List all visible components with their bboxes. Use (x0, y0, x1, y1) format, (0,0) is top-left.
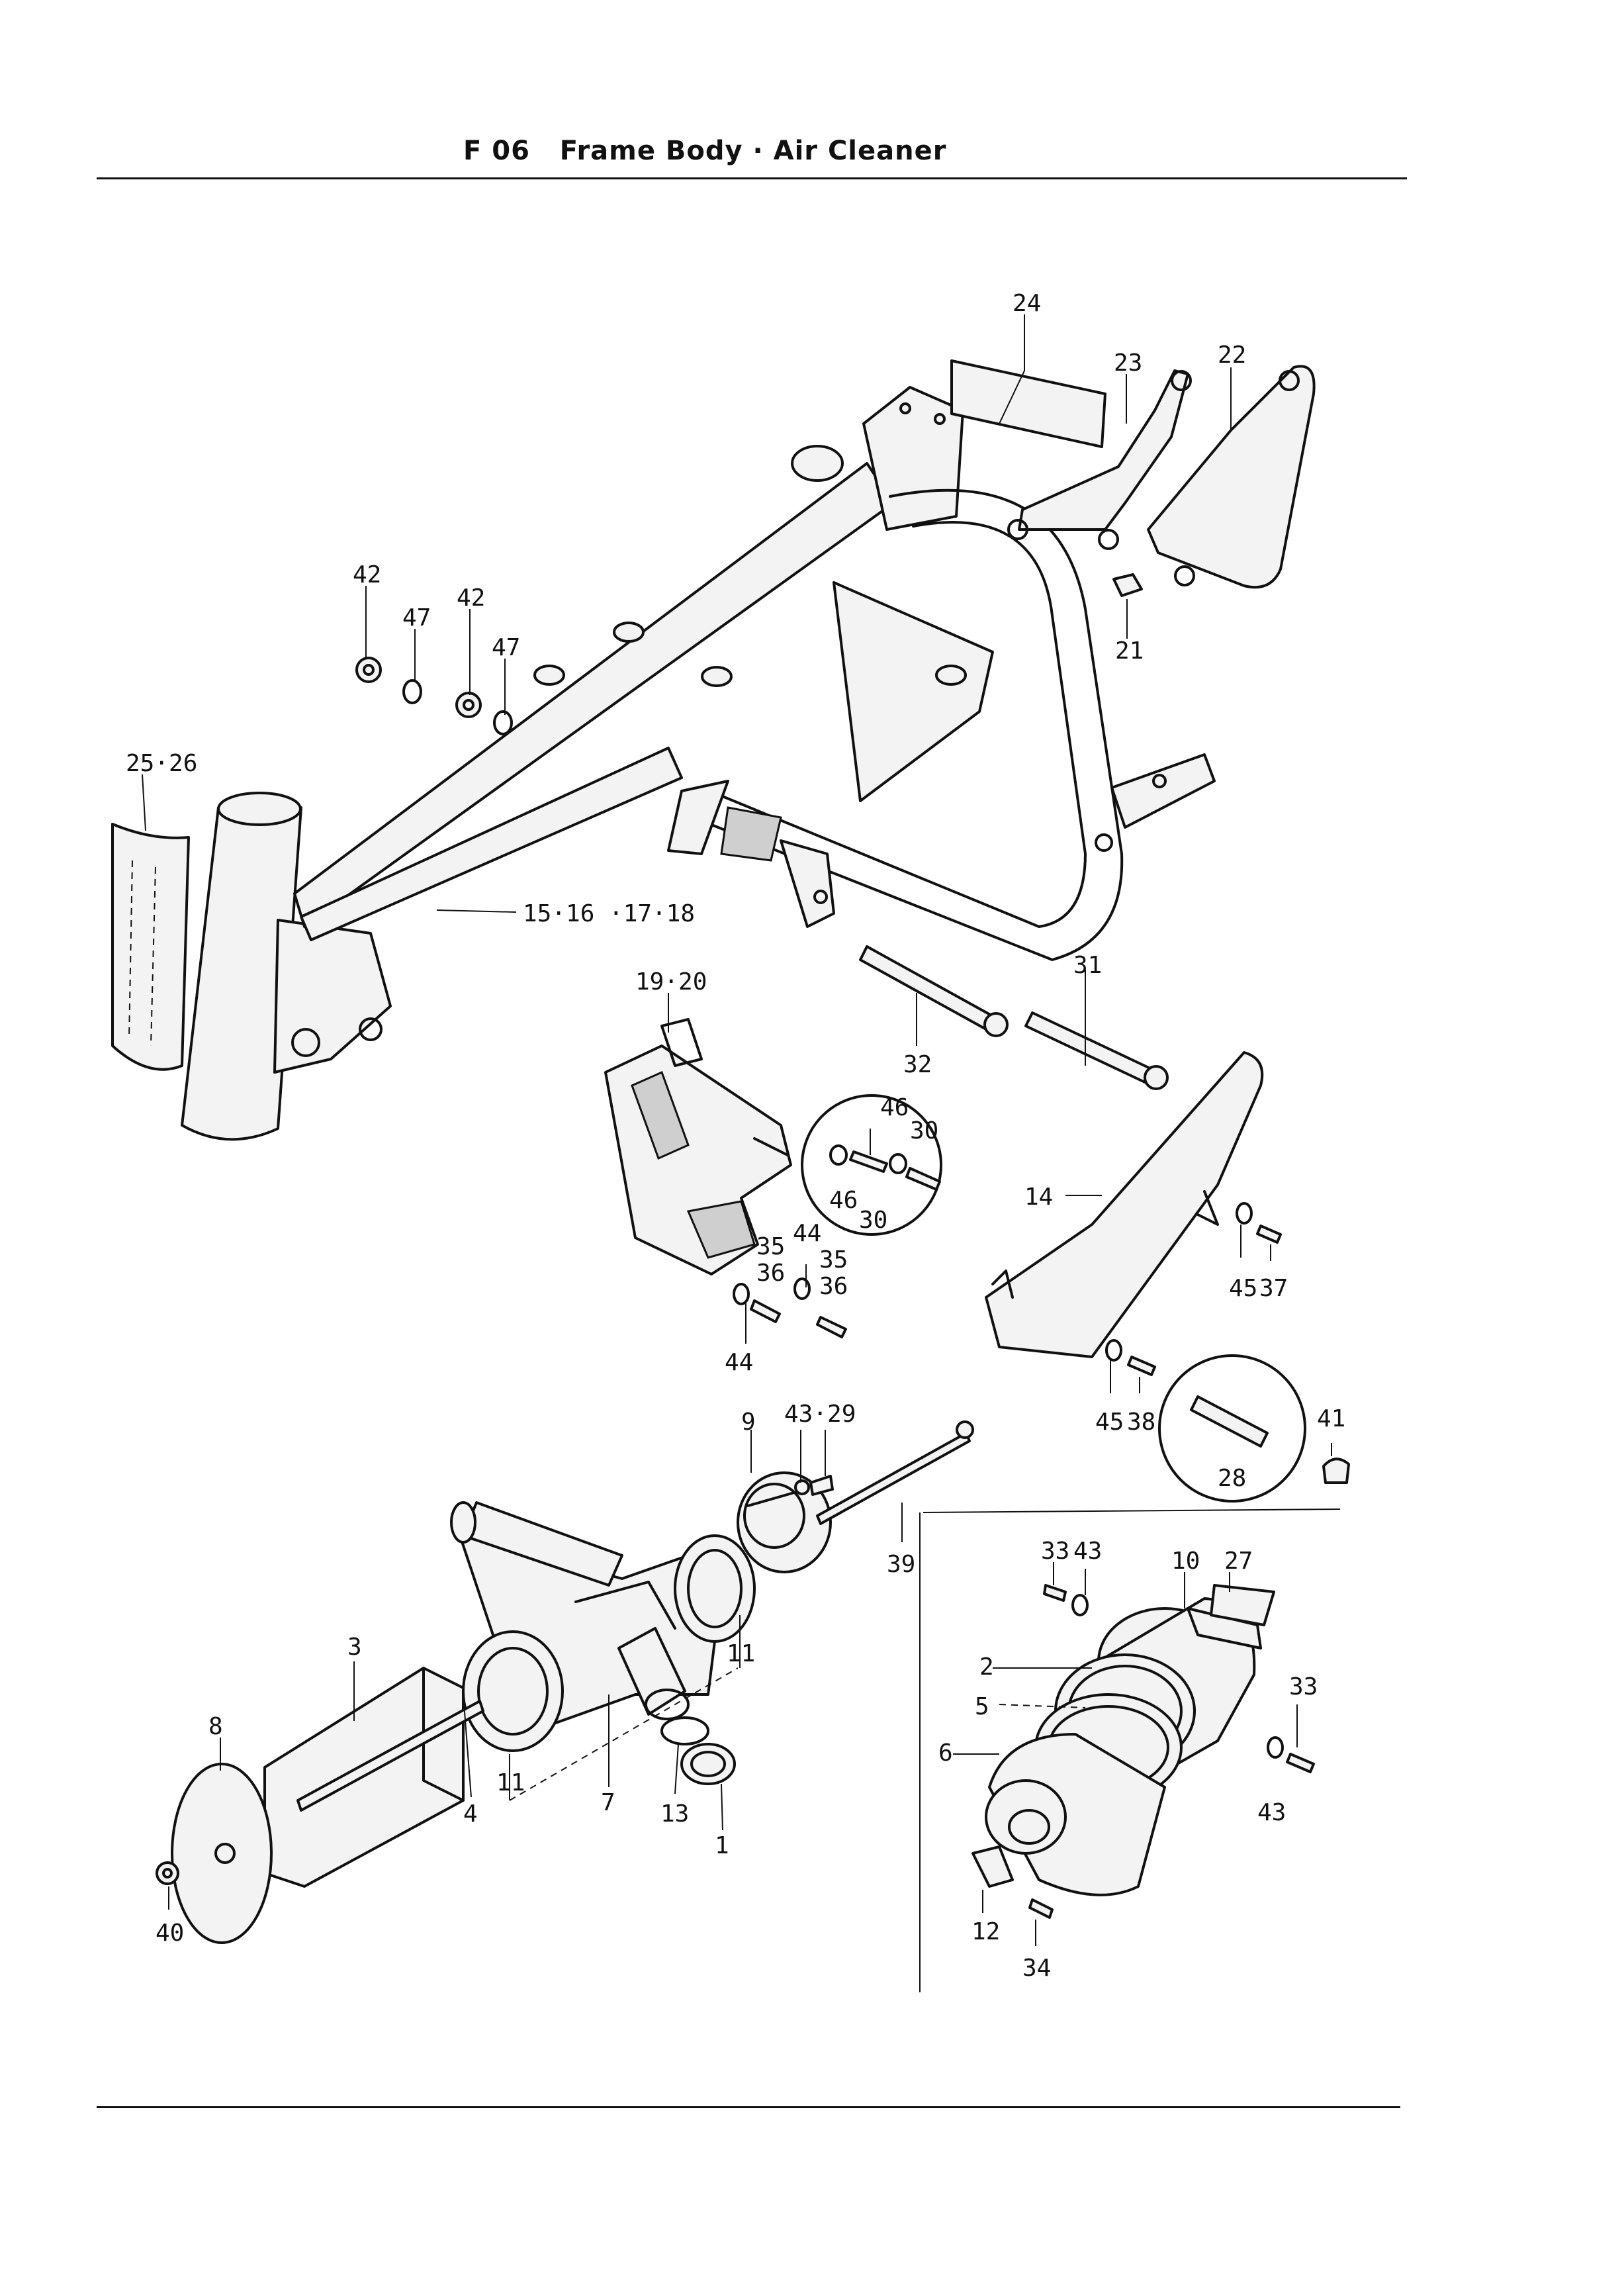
page-title: F 06 Frame Body · Air Cleaner (463, 136, 947, 166)
callout-36-b: 36 (819, 1273, 848, 1300)
callout-1: 1 (715, 1832, 729, 1859)
side-cover (1147, 365, 1316, 589)
callout-22: 22 (1218, 342, 1246, 369)
callout-35-b: 35 (819, 1246, 848, 1274)
air-cleaner-element (985, 1597, 1262, 1896)
cap-nut (1322, 1458, 1350, 1484)
callout-13: 13 (660, 1800, 689, 1828)
rubber-grommet (1112, 573, 1143, 597)
detail-circle-collar (1158, 1354, 1306, 1503)
callout-36-a: 36 (756, 1260, 785, 1287)
battery-holder (604, 1018, 792, 1276)
air-cleaner-hardware (737, 1420, 974, 1573)
callout-27: 27 (1224, 1548, 1253, 1575)
callout-23: 23 (1114, 349, 1142, 377)
collar (1190, 1395, 1269, 1448)
detail-circle-bolts (801, 1094, 942, 1236)
cover-bracket (1018, 369, 1189, 531)
nut (156, 1861, 179, 1885)
callout-32: 32 (903, 1051, 932, 1078)
callout-43-29: 43·29 (784, 1401, 856, 1428)
callout-11-b: 11 (496, 1769, 525, 1796)
callout-34: 34 (1022, 1955, 1051, 1982)
callout-21: 21 (1115, 637, 1144, 665)
callout-3: 3 (347, 1634, 362, 1661)
callout-45-b: 45 (1095, 1409, 1124, 1436)
callout-6: 6 (938, 1740, 953, 1767)
callout-46-b: 46 (829, 1187, 858, 1214)
callout-12: 12 (971, 1918, 1000, 1945)
callout-24: 24 (1013, 290, 1041, 317)
air-cleaner-cover (171, 1763, 273, 1944)
callout-41: 41 (1317, 1405, 1345, 1432)
callout-42-a: 42 (353, 561, 381, 588)
callout-9: 9 (741, 1409, 756, 1436)
callout-44-b: 44 (725, 1349, 753, 1376)
callout-33-b: 33 (1289, 1673, 1318, 1700)
callout-30-a: 30 (910, 1117, 938, 1144)
callout-47-a: 47 (402, 604, 431, 631)
callout-30-b: 30 (859, 1207, 887, 1234)
callout-35-a: 35 (756, 1233, 785, 1260)
callout-2: 2 (979, 1653, 994, 1681)
frame-body (181, 386, 1216, 1141)
bottom-rule (97, 2106, 1400, 2108)
callout-8: 8 (208, 1713, 223, 1740)
callout-15-16-17-18: 15·16 ·17·18 (523, 900, 695, 927)
callout-5: 5 (975, 1693, 989, 1720)
seat-stopper (950, 359, 1106, 448)
nut-washer-set (355, 657, 513, 735)
callout-25-26: 25·26 (126, 750, 197, 777)
callout-4: 4 (463, 1800, 478, 1828)
callout-37: 37 (1259, 1275, 1288, 1302)
callout-19-20: 19·20 (635, 968, 707, 996)
air-cleaner-case (450, 1501, 756, 1752)
callout-31: 31 (1073, 952, 1102, 979)
leader-lines (142, 314, 1332, 1946)
callout-28: 28 (1218, 1465, 1246, 1492)
callout-45-a: 45 (1229, 1275, 1257, 1302)
callout-33-a: 33 (1041, 1538, 1069, 1565)
callout-14: 14 (1024, 1183, 1053, 1211)
callout-labels: 24 23 22 21 42 47 42 47 25·26 15·16 ·17·… (126, 290, 1345, 1982)
callout-10: 10 (1171, 1548, 1200, 1575)
frame-bolts (859, 945, 1169, 1090)
callout-42-b: 42 (457, 584, 485, 612)
callout-38: 38 (1127, 1409, 1155, 1436)
callout-43-b: 43 (1257, 1799, 1286, 1826)
chain-case (985, 1051, 1264, 1358)
callout-11-a: 11 (727, 1640, 755, 1667)
callout-47-b: 47 (492, 634, 520, 661)
callout-44-a: 44 (793, 1220, 821, 1247)
callout-39: 39 (887, 1551, 915, 1578)
callout-46-a: 46 (880, 1094, 909, 1121)
callout-40: 40 (156, 1920, 184, 1947)
top-rule (97, 177, 1407, 179)
head-pipe-sticker (111, 823, 190, 1071)
callout-43-a: 43 (1073, 1538, 1102, 1565)
callout-7: 7 (601, 1789, 615, 1816)
